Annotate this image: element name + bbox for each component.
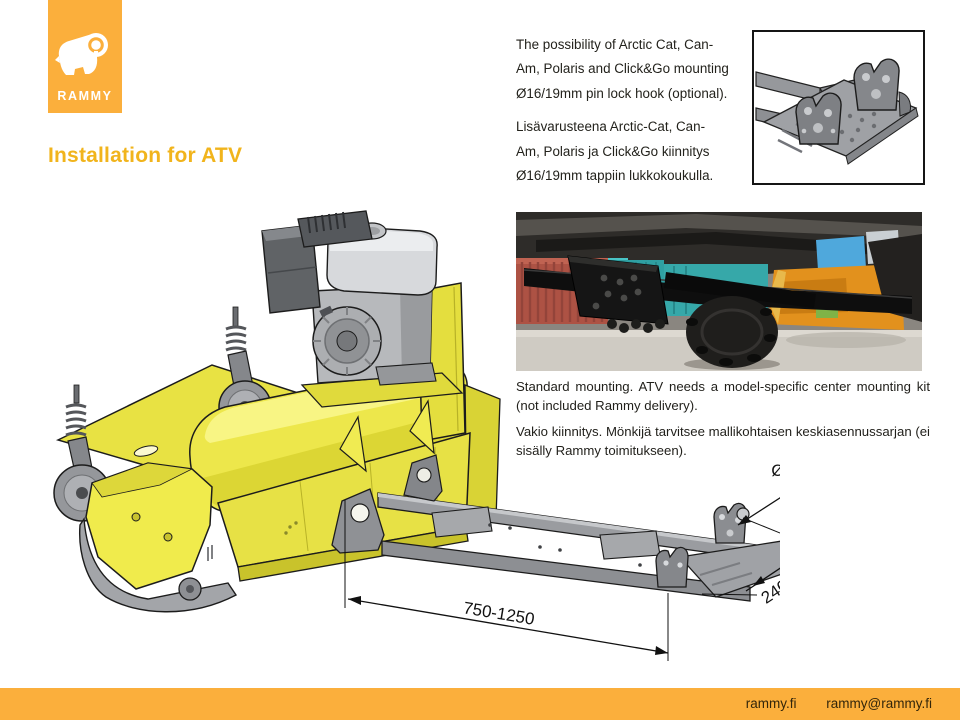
optional-mount-note-fi: Lisävarusteena Arctic-Cat, Can- Am, Pola… xyxy=(516,119,714,184)
footer-email: rammy@rammy.fi xyxy=(826,696,932,711)
standard-mount-caption-fi: Vakio kiinnitys. Mönkijä tarvitsee malli… xyxy=(516,424,930,458)
logo-wordmark: RAMMY xyxy=(57,89,113,103)
engine xyxy=(261,210,464,408)
footer-bar: rammy.fi rammy@rammy.fi xyxy=(0,688,960,720)
rammy-logo: RAMMY xyxy=(48,0,122,113)
push-frame xyxy=(331,454,780,602)
pin-diameter-label: Ø10 xyxy=(771,462,780,480)
pin-lock-mount-figure xyxy=(752,30,925,185)
standard-mount-photo xyxy=(516,212,922,371)
standard-mount-caption-en: Standard mounting. ATV needs a model-spe… xyxy=(516,379,930,413)
page-title: Installation for ATV xyxy=(48,144,243,167)
standard-mount-photo-art xyxy=(516,212,922,371)
footer-website: rammy.fi xyxy=(745,696,797,711)
ram-icon xyxy=(55,33,108,75)
pin-lock-mount-drawing xyxy=(755,58,919,165)
optional-mount-note: The possibility of Arctic Cat, Can- Am, … xyxy=(516,33,752,197)
standard-mount-captions: Standard mounting. ATV needs a model-spe… xyxy=(516,377,930,467)
optional-mount-note-en: The possibility of Arctic Cat, Can- Am, … xyxy=(516,37,729,101)
mower-technical-drawing: 750-1250 240-500 Ø10 xyxy=(53,210,780,661)
